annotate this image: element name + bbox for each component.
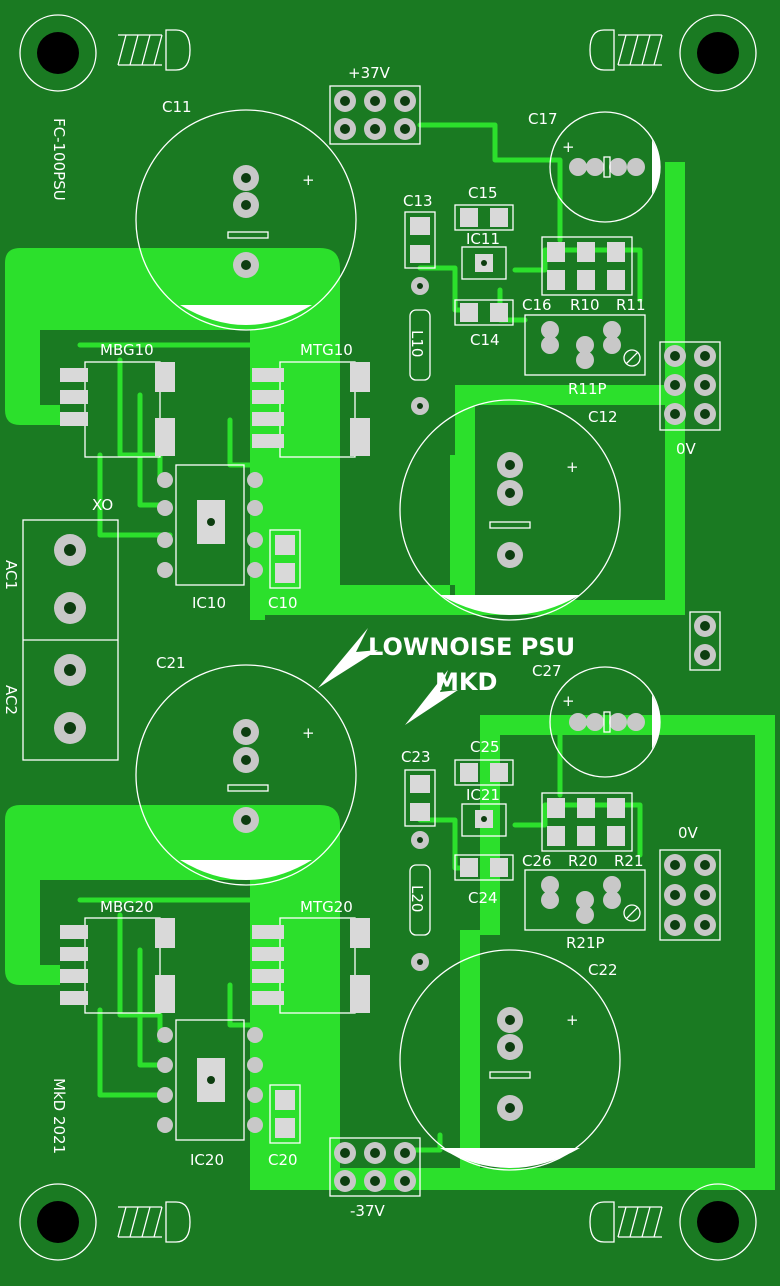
label-ac1: AC1 bbox=[2, 560, 20, 590]
label-r10: R10 bbox=[570, 296, 600, 314]
ac-terminal-block: AC1 AC2 bbox=[2, 519, 119, 761]
upper-driver: MBG10 MTG10 IC10 C10 bbox=[60, 341, 370, 612]
logo-line1: LOWNOISE PSU bbox=[368, 633, 575, 661]
label-c27: C27 bbox=[532, 662, 562, 680]
label-l10: L10 bbox=[408, 330, 426, 357]
label-ground-bottom: 0V bbox=[678, 824, 699, 842]
label-r21p: R21P bbox=[566, 934, 605, 952]
screw-icons bbox=[117, 29, 663, 1243]
label-c24: C24 bbox=[468, 889, 498, 907]
label-r11p: R11P bbox=[568, 380, 607, 398]
label-pos-rail: +37V bbox=[348, 64, 391, 82]
svg-text:+: + bbox=[566, 1011, 579, 1029]
label-c23: C23 bbox=[401, 748, 431, 766]
label-c16: C16 bbox=[522, 296, 552, 314]
board-title: FC-100PSU bbox=[50, 118, 68, 201]
mounting-hole-bottom-left bbox=[19, 1183, 97, 1261]
label-ground-top: 0V bbox=[676, 440, 697, 458]
mounting-hole-top-right bbox=[679, 14, 757, 92]
svg-text:+: + bbox=[562, 692, 575, 710]
label-r11: R11 bbox=[616, 296, 646, 314]
label-r20: R20 bbox=[568, 852, 598, 870]
label-ic21: IC21 bbox=[466, 786, 500, 804]
label-c13: C13 bbox=[403, 192, 433, 210]
copper-loop-lower-left bbox=[5, 805, 480, 1170]
label-ic11: IC11 bbox=[466, 230, 500, 248]
copper-loop-upper-right bbox=[250, 162, 685, 615]
label-c14: C14 bbox=[470, 331, 500, 349]
svg-text:+: + bbox=[302, 724, 315, 742]
svg-text:+: + bbox=[562, 138, 575, 156]
capacitor-c22: C22 + bbox=[399, 949, 621, 1171]
screw-icon bbox=[589, 1201, 663, 1243]
label-mbg20: MBG20 bbox=[100, 898, 154, 916]
label-neg-rail: -37V bbox=[350, 1202, 385, 1220]
label-ic20: IC20 bbox=[190, 1151, 224, 1169]
board-credit: MkD 2021 bbox=[50, 1078, 68, 1154]
label-c20: C20 bbox=[268, 1151, 298, 1169]
header-ground-top: 0V bbox=[659, 341, 721, 458]
label-r21: R21 bbox=[614, 852, 644, 870]
mounting-holes bbox=[19, 14, 757, 1261]
svg-text:+: + bbox=[566, 458, 579, 476]
svg-text:+: + bbox=[302, 171, 315, 189]
label-ac2: AC2 bbox=[2, 685, 20, 715]
capacitor-c11: C11 + bbox=[135, 98, 357, 331]
label-ic10: IC10 bbox=[192, 594, 226, 612]
label-mtg20: MTG20 bbox=[300, 898, 353, 916]
mounting-hole-top-left bbox=[19, 14, 97, 92]
label-xo: XO bbox=[92, 496, 113, 514]
lower-driver: MBG20 MTG20 IC20 C20 bbox=[60, 898, 370, 1169]
label-c15: C15 bbox=[468, 184, 498, 202]
lower-regulator: C23 C25 IC21 C24 L20 C26 R20 R21 R21P bbox=[401, 738, 646, 971]
label-c21: C21 bbox=[156, 654, 186, 672]
label-c17: C17 bbox=[528, 110, 558, 128]
screw-icon bbox=[589, 29, 663, 71]
header-mid-right bbox=[689, 611, 721, 671]
label-mbg10: MBG10 bbox=[100, 341, 154, 359]
upper-regulator: C13 C15 IC11 C14 L10 C16 R10 R11 R11P bbox=[403, 184, 646, 415]
header-pos-rail: +37V bbox=[329, 64, 421, 145]
mounting-hole-bottom-right bbox=[679, 1183, 757, 1261]
capacitor-c12: C12 + bbox=[399, 399, 621, 621]
header-ground-bottom: 0V bbox=[659, 824, 721, 941]
label-c26: C26 bbox=[522, 852, 552, 870]
label-c11: C11 bbox=[162, 98, 192, 116]
label-mtg10: MTG10 bbox=[300, 341, 353, 359]
label-c22: C22 bbox=[588, 961, 618, 979]
screw-icon bbox=[117, 29, 191, 71]
capacitor-c17: C17 + bbox=[528, 110, 661, 223]
lownoise-logo: LOWNOISE PSU MKD bbox=[318, 628, 575, 725]
header-neg-rail: -37V bbox=[329, 1137, 421, 1220]
screw-icon bbox=[117, 1201, 191, 1243]
capacitor-c21: C21 + bbox=[135, 654, 357, 886]
capacitor-c27: C27 + bbox=[532, 662, 661, 778]
logo-line2: MKD bbox=[435, 668, 497, 696]
label-l20: L20 bbox=[408, 885, 426, 912]
label-c10: C10 bbox=[268, 594, 298, 612]
label-c25: C25 bbox=[470, 738, 500, 756]
label-c12: C12 bbox=[588, 408, 618, 426]
